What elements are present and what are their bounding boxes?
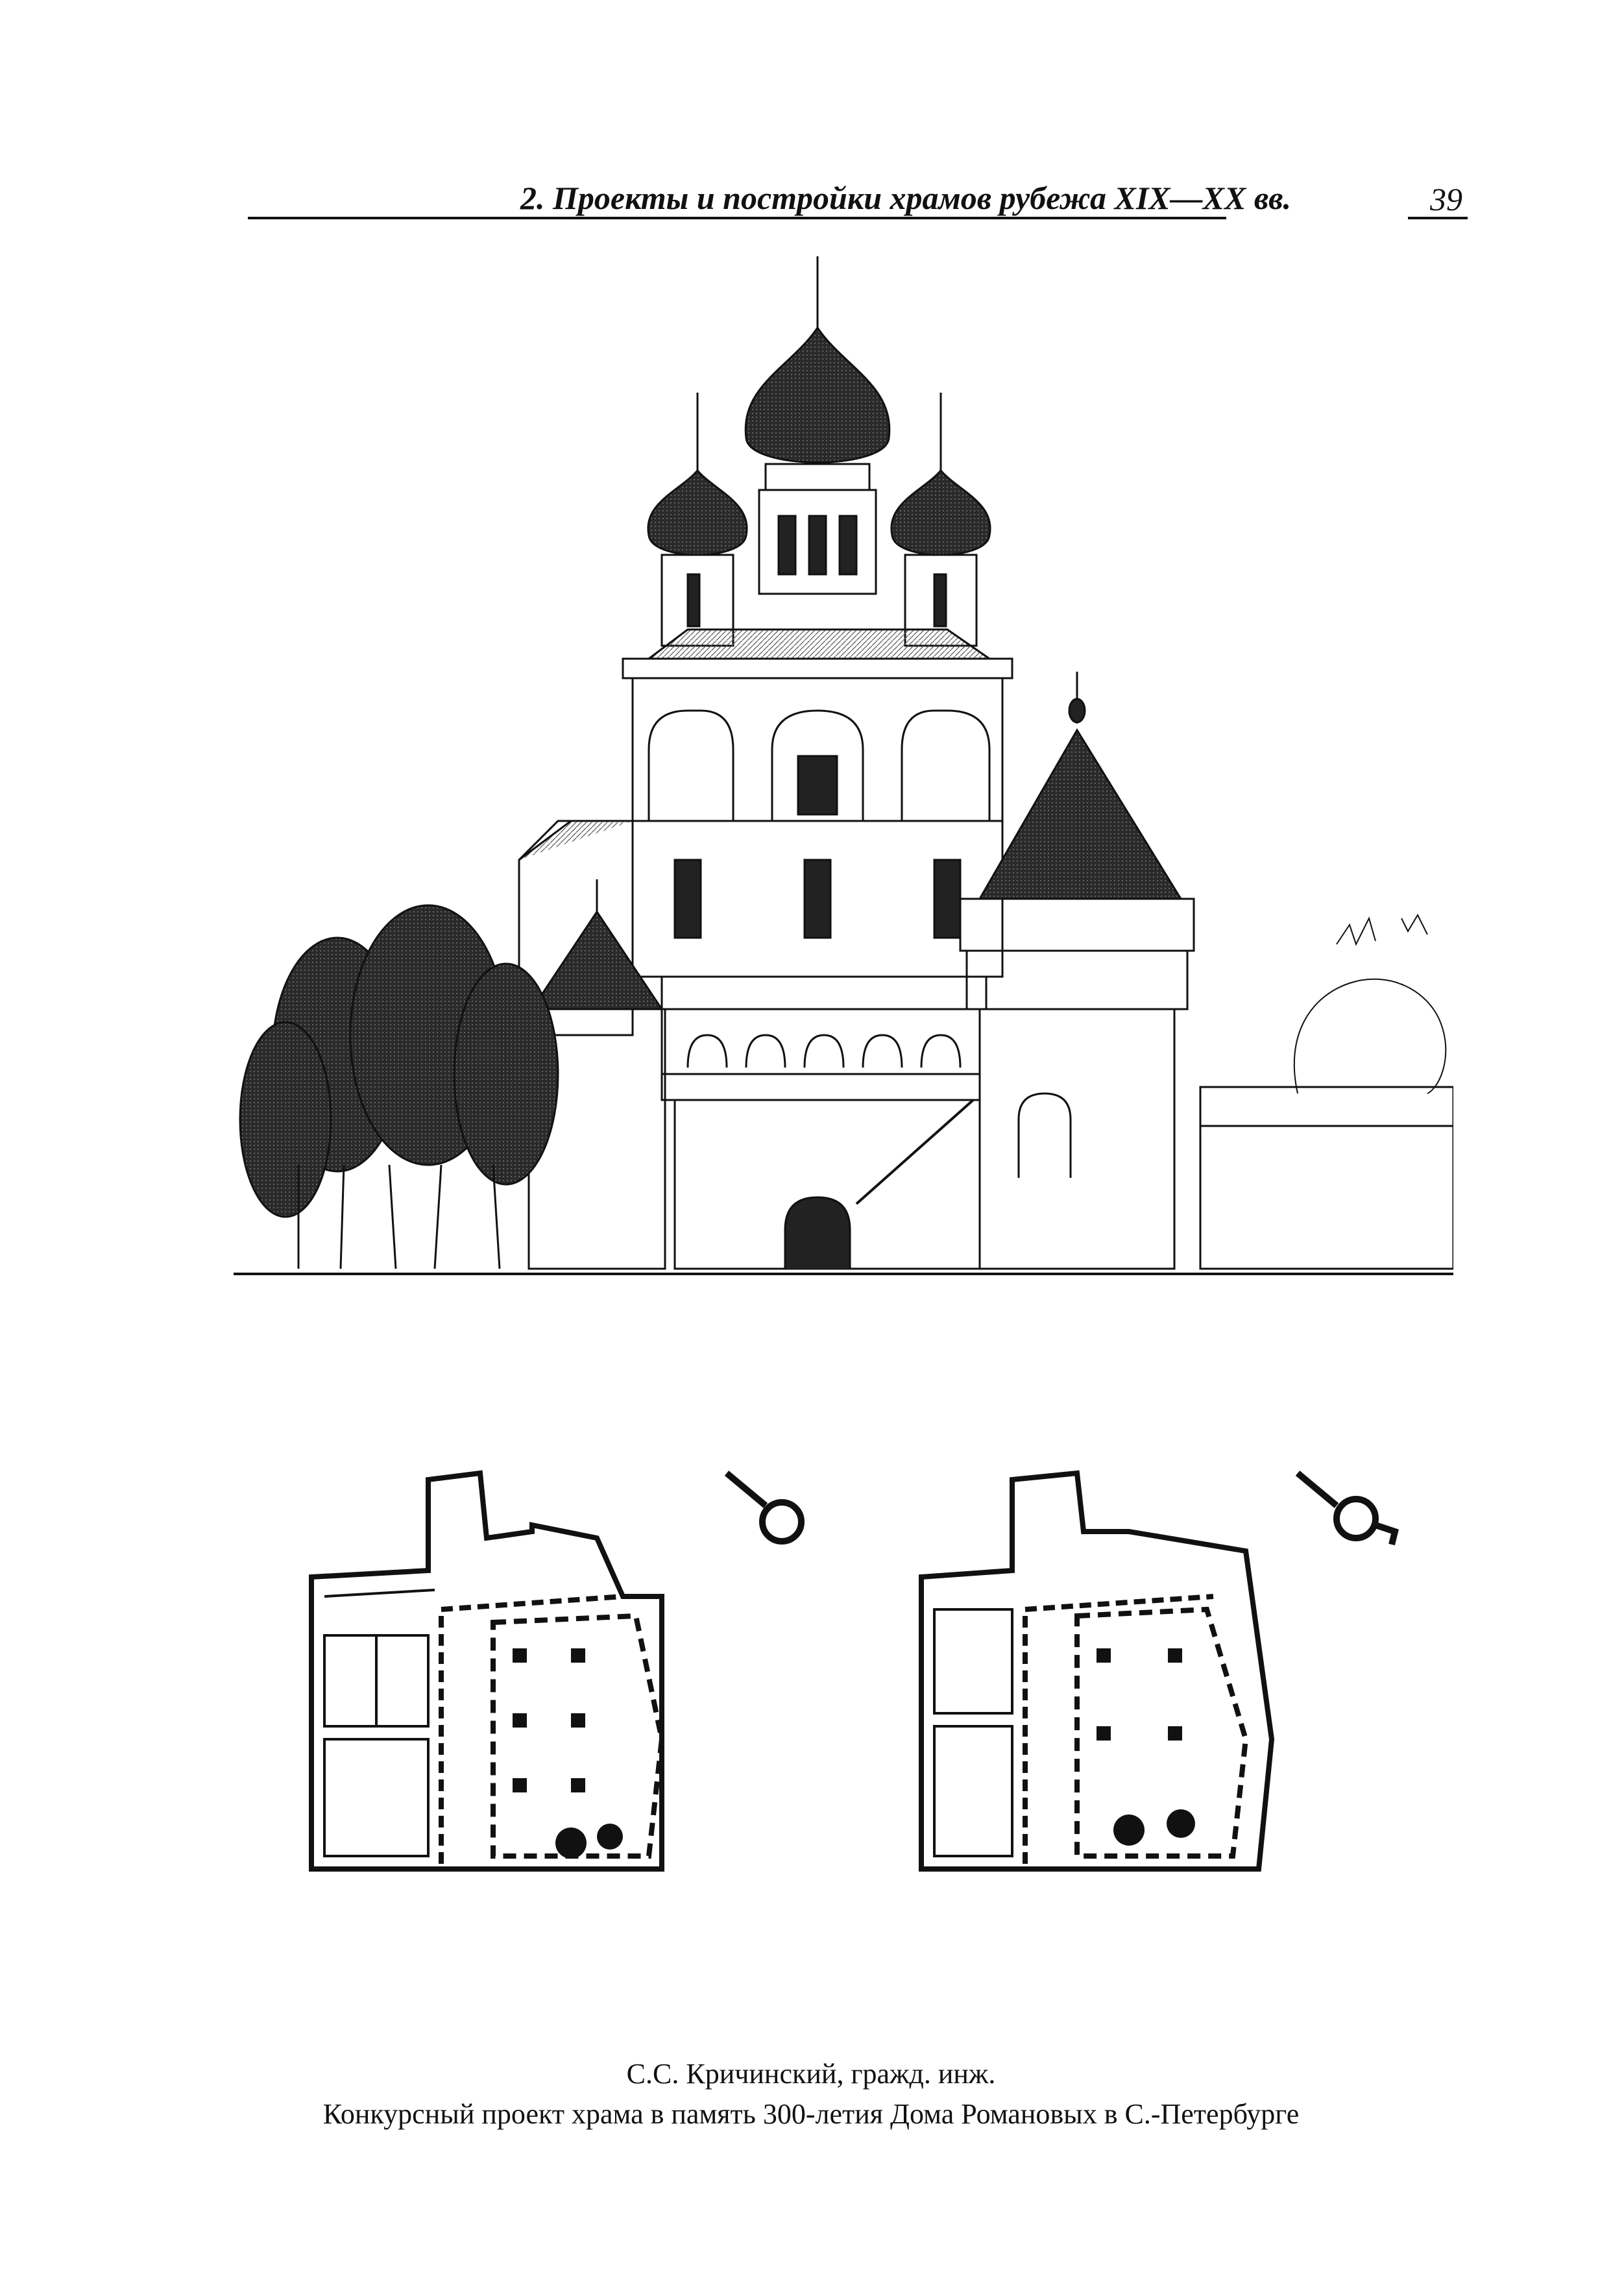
- caption-author: С.С. Кричинский, гражд. инж.: [626, 2058, 996, 2090]
- floor-plan-right: [919, 1470, 1399, 1872]
- left-dome-icon: [647, 469, 748, 556]
- central-dome-icon: [744, 326, 891, 463]
- right-dome-icon: [890, 469, 991, 556]
- bell-tower-plan-icon: [724, 1471, 805, 1545]
- page-number-rule: [1408, 217, 1468, 219]
- trees-left-icon: [239, 904, 559, 1218]
- header-title: 2. Проекты и постройки храмов рубежа XIX…: [520, 180, 1292, 216]
- figure-caption: С.С. Кричинский, гражд. инж. Конкурсный …: [195, 2054, 1427, 2134]
- church-elevation-drawing: [234, 256, 1453, 1275]
- running-header: 2. Проекты и постройки храмов рубежа XIX…: [248, 174, 1468, 226]
- floor-plan-left: [309, 1470, 805, 1872]
- trees-right-icon: [1293, 913, 1447, 1094]
- header-rule: [248, 217, 1226, 219]
- bell-tower-plan-icon: [1295, 1471, 1399, 1546]
- left-tower-roof-icon: [530, 910, 664, 1010]
- caption-title: Конкурсный проект храма в память 300-лет…: [322, 2098, 1300, 2130]
- page-number: 39: [1430, 181, 1462, 217]
- right-tower-roof-icon: [978, 728, 1183, 900]
